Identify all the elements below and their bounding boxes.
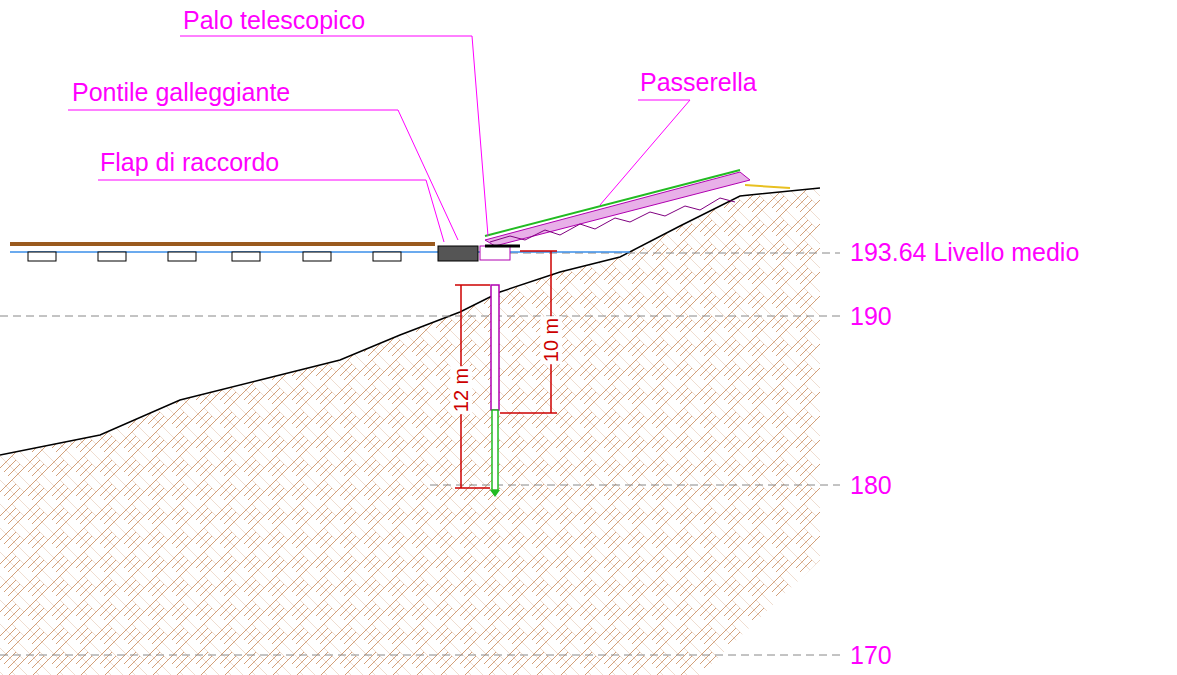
level-label: 170 (850, 643, 892, 668)
level-label: 190 (850, 304, 892, 329)
part-label: Passerella (640, 70, 757, 95)
leader-lines (68, 36, 690, 242)
level-lines (0, 253, 840, 655)
telescopic-pile (491, 285, 499, 410)
pontoons (28, 252, 401, 261)
ground-profile (0, 188, 820, 455)
dock-deck (10, 242, 435, 246)
dimension-label: 12 m (450, 366, 472, 414)
flap (438, 246, 478, 261)
pile-lower (492, 410, 498, 490)
part-label: Palo telescopico (183, 8, 365, 33)
dimension-label: 10 m (540, 316, 562, 364)
pile-tip (490, 490, 500, 497)
level-label: 180 (850, 473, 892, 498)
gangway (485, 170, 790, 246)
pile-sleeve (480, 246, 510, 260)
level-label: 193.64 Livello medio (850, 240, 1079, 265)
part-label: Pontile galleggiante (72, 80, 290, 105)
ground-hatch (0, 188, 820, 675)
part-label: Flap di raccordo (100, 150, 279, 175)
